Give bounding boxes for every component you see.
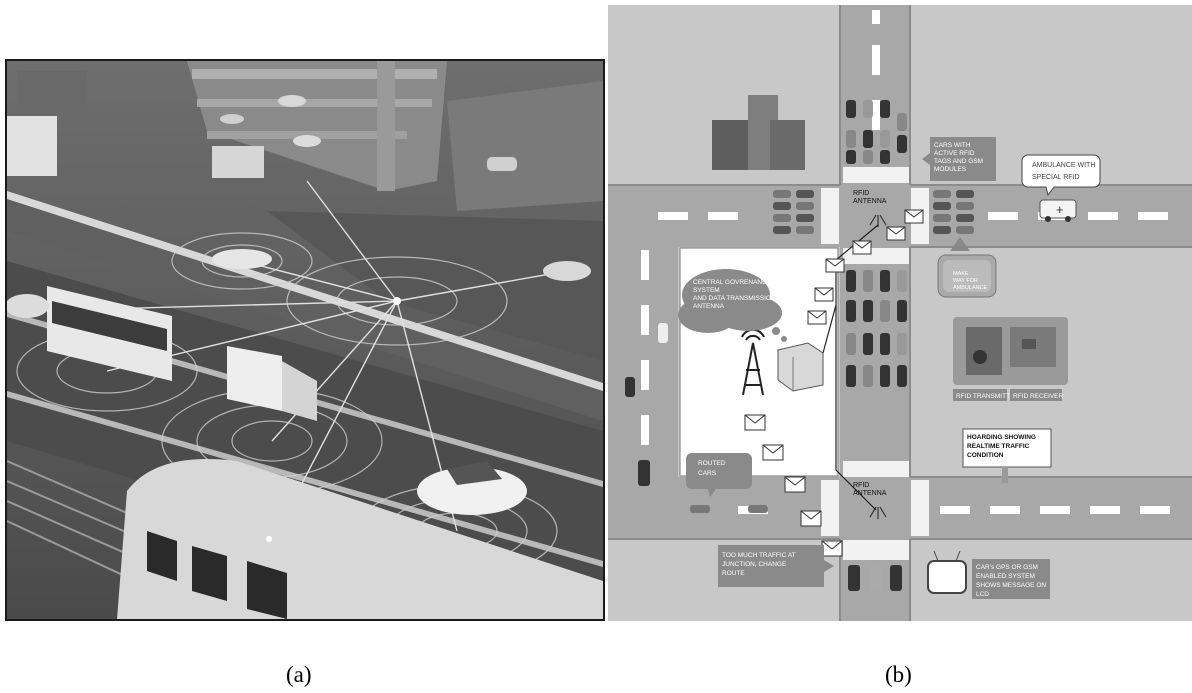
lcd-device	[927, 550, 1050, 599]
panel-a-city-illustration	[5, 59, 605, 621]
city-scene	[7, 61, 603, 619]
car-left-dark	[625, 377, 635, 397]
svg-text:CAR's GPS OR GSM ENABLED: CAR's GPS OR GSM ENABLED SYSTEM SHOWS ME…	[976, 564, 1048, 598]
ambulance-upper	[212, 146, 264, 178]
svg-text:RFID TRANSMITTER: RFID TRANSMITTER	[956, 393, 1019, 400]
car-left-white	[658, 323, 668, 343]
callout-routed-cars	[686, 453, 752, 497]
rfid-transmitter-label-box	[953, 389, 1007, 401]
rfid-antenna-bottom-label: RFID ANTENNA	[853, 482, 887, 497]
car-cluster-north	[846, 100, 907, 164]
svg-text:+: +	[1056, 202, 1064, 217]
network-hub	[393, 297, 401, 305]
police-car	[212, 249, 272, 269]
traffic-diagram: +	[608, 5, 1192, 621]
svg-text:HOARDING SHOWING REALTIM: HOARDING SHOWING REALTIME TRAFFIC CONDIT…	[967, 434, 1038, 459]
car-cluster-west	[773, 190, 814, 234]
building	[447, 81, 603, 211]
car-right	[543, 261, 591, 281]
svg-text:CENTRAL GOVRENANCE SYSTE: CENTRAL GOVRENANCE SYSTEM AND DATA TRANS…	[693, 279, 778, 310]
parking-garage	[187, 61, 447, 191]
message-envelopes	[744, 209, 924, 557]
callout-central-governance	[678, 269, 787, 342]
car-cluster-middle	[846, 270, 907, 387]
callout-too-much-traffic	[718, 545, 834, 587]
truck	[7, 116, 57, 176]
callout-cars-rfid	[922, 137, 996, 181]
panel-b-rfid-traffic-diagram: +	[608, 5, 1192, 621]
svg-text:AMBULANCE WITH SPECIAL R: AMBULANCE WITH SPECIAL RFID	[1032, 162, 1097, 181]
rfid-module-photo	[953, 317, 1068, 385]
svg-text:CARS WITH ACTIVE RFID: CARS WITH ACTIVE RFID TAGS AND GSM MODUL…	[934, 142, 985, 173]
ambulance-icon: +	[1039, 199, 1077, 222]
caption-a: (a)	[286, 662, 312, 687]
routed-car-2	[748, 505, 768, 513]
svg-text:TOO MUCH TRAFFIC AT JUNC: TOO MUCH TRAFFIC AT JUNCTION, CHANGE ROU…	[722, 552, 797, 577]
svg-text:MAKE WAY FOR AMBUL: MAKE WAY FOR AMBULANCE	[953, 271, 988, 291]
callout-make-way	[937, 237, 997, 298]
caption-b: (b)	[885, 662, 912, 687]
car-left	[7, 294, 49, 318]
car-left-dark-2	[638, 460, 650, 486]
routed-car-1	[690, 505, 710, 513]
car-cluster-south	[848, 565, 902, 591]
rfid-receiver-label-box	[1010, 389, 1062, 401]
building-sign	[17, 71, 87, 111]
parked-car	[487, 157, 517, 171]
crosswalks	[821, 167, 929, 560]
hoarding-board	[962, 428, 1052, 483]
road-right	[267, 211, 603, 361]
callout-ambulance	[1021, 154, 1101, 197]
server-icon	[777, 342, 824, 392]
svg-text:RFID RECEIVER: RFID RECEIVER	[1013, 393, 1064, 400]
svg-text:ROUTED CARS: ROUTED CARS	[698, 460, 727, 477]
sedan	[417, 461, 527, 515]
rfid-antenna-top-label: RFID ANTENNA	[853, 190, 887, 205]
ambulance	[227, 346, 317, 421]
highway-upper	[7, 196, 603, 421]
bus	[47, 286, 172, 381]
train	[117, 459, 603, 619]
building-icon	[712, 95, 805, 170]
car-cluster-east	[933, 190, 974, 234]
